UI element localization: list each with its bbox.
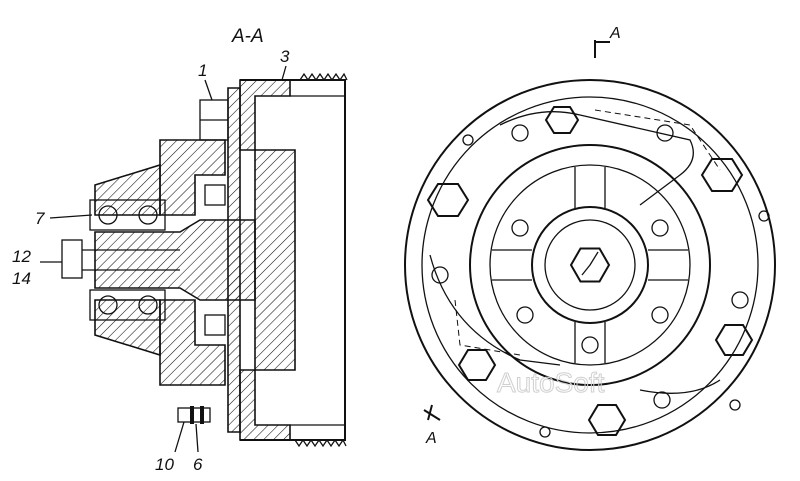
hub-circle bbox=[531, 206, 649, 324]
shaft bbox=[94, 219, 256, 301]
callout-10: 10 bbox=[155, 455, 174, 474]
pulley-grooves-top bbox=[299, 72, 348, 82]
watermark: AutoSoft bbox=[497, 367, 605, 398]
drum-wall-bottom bbox=[239, 369, 291, 441]
bolt-head bbox=[61, 239, 83, 279]
callout-6: 6 bbox=[193, 455, 203, 474]
rim-hole-4 bbox=[729, 399, 741, 411]
section-title: А-А bbox=[231, 26, 264, 47]
outer-ring bbox=[404, 79, 776, 451]
lever-hole-3 bbox=[431, 266, 449, 284]
outer-ring-inner bbox=[421, 96, 759, 434]
hole-5 bbox=[581, 336, 599, 354]
hex-bolt-left-bottom bbox=[457, 349, 497, 381]
lever-hole-5 bbox=[653, 391, 671, 409]
leader-1 bbox=[204, 79, 213, 101]
inner-nut-bottom bbox=[204, 314, 226, 336]
spoke-top bbox=[574, 167, 606, 208]
lever-hole-1 bbox=[511, 124, 529, 142]
callout-14: 14 bbox=[12, 269, 31, 288]
washer-6b bbox=[200, 406, 204, 424]
hub-flange-lower bbox=[94, 299, 161, 357]
rim-hole-1 bbox=[462, 134, 474, 146]
hole-3 bbox=[516, 306, 534, 324]
bearing-lower bbox=[89, 289, 166, 321]
lever-hole-4 bbox=[731, 291, 749, 309]
callout-1: 1 bbox=[198, 61, 207, 80]
hex-bolt-bottom bbox=[587, 404, 627, 436]
hole-1 bbox=[511, 219, 529, 237]
spider-circle bbox=[469, 144, 711, 386]
spoke-bottom bbox=[574, 322, 606, 363]
leader-3 bbox=[281, 65, 287, 81]
hub-flange bbox=[94, 163, 161, 216]
hub-disc bbox=[254, 149, 296, 371]
section-mark-bottom bbox=[423, 404, 441, 421]
section-mark-top bbox=[594, 40, 610, 58]
washer-6 bbox=[190, 406, 194, 424]
rim-hole-3 bbox=[539, 426, 551, 438]
center-hex-nut bbox=[569, 247, 611, 283]
hole-2 bbox=[651, 219, 669, 237]
lever-hole-2 bbox=[656, 124, 674, 142]
hex-bolt-top-right bbox=[700, 158, 744, 192]
hub-body bbox=[159, 139, 226, 216]
hub-inner bbox=[544, 219, 636, 311]
center-mark bbox=[581, 251, 599, 276]
section-mark-top-label: А bbox=[609, 25, 621, 42]
hex-bolt-top-left bbox=[426, 183, 470, 217]
callout-12: 12 bbox=[12, 247, 31, 266]
hex-bolt-top bbox=[544, 106, 580, 134]
section-view: А-А 1 3 7 12 14 10 6 bbox=[12, 26, 348, 474]
lever-lower bbox=[429, 254, 721, 394]
rim-hole-2 bbox=[758, 210, 770, 222]
drum-wall bbox=[239, 79, 291, 151]
hub-body-lower bbox=[159, 299, 226, 386]
spoke-right bbox=[648, 249, 688, 281]
lever-upper bbox=[499, 111, 694, 206]
spoke-left bbox=[492, 249, 532, 281]
inner-nut-top bbox=[204, 184, 226, 206]
hole-4 bbox=[651, 306, 669, 324]
leader-6 bbox=[195, 423, 199, 453]
front-view: А А AutoSoft bbox=[404, 25, 776, 451]
hex-bolt-right-bottom bbox=[714, 324, 754, 356]
spider-inner bbox=[489, 164, 691, 366]
section-mark-bottom-label: А bbox=[425, 430, 437, 447]
leader-7 bbox=[49, 214, 93, 219]
lever-hidden-outline bbox=[454, 109, 721, 356]
pulley-grooves-bottom bbox=[294, 438, 347, 448]
leader-10 bbox=[174, 421, 185, 453]
callout-3: 3 bbox=[280, 47, 290, 66]
callout-7: 7 bbox=[35, 209, 45, 228]
